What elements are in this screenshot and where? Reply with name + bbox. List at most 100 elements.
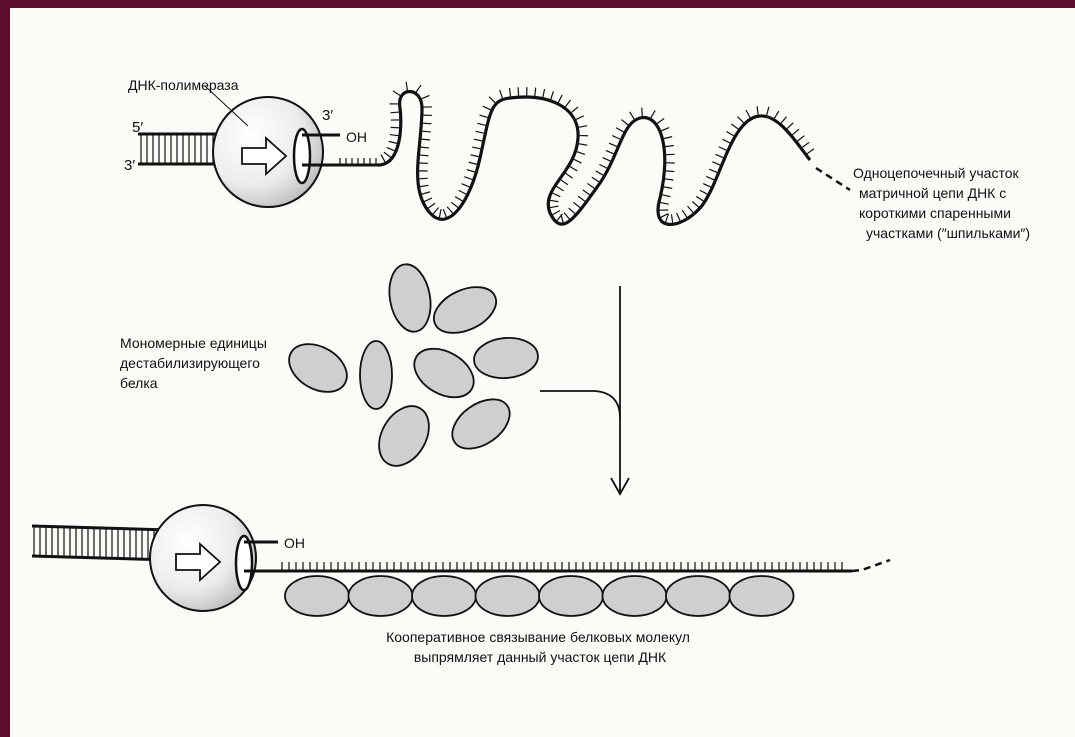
dna-replication-diagram: ДНК-полимераза 5′ 3′ 3′ OH Одноцепочечны… [10,8,1075,737]
base-tick [472,147,480,149]
base-tick [798,136,805,141]
base-tick [603,158,611,162]
base-tick [577,152,585,155]
base-tick [565,100,570,107]
diagram-panel: ДНК-полимераза 5′ 3′ 3′ OH Одноцепочечны… [10,8,1075,737]
base-tick [573,202,580,207]
base-tick [696,196,703,201]
base-tick [422,192,430,194]
base-tick [390,112,398,113]
monomer-5 [406,339,482,407]
monomer-1 [384,261,435,335]
single-strand-caption: Одноцепочечный участок матричной цепи ДН… [853,165,1030,241]
base-tick [451,202,458,207]
base-tick [428,203,435,208]
base-tick [416,85,421,92]
base-tick [574,159,582,163]
base-tick [561,214,563,222]
base-tick [712,162,720,165]
top-double-helix [138,134,225,164]
base-tick [455,197,462,201]
base-tick [578,196,585,201]
base-tick [651,110,655,117]
base-tick [424,198,432,202]
base-tick [553,211,560,215]
base-tick [420,155,428,156]
bound-monomer [539,576,603,616]
base-tick [692,202,698,208]
monomers-caption: Мономерные единицы дестабилизирующего бе… [120,335,271,391]
base-tick [700,190,708,194]
base-tick [706,176,714,179]
monomer-3 [281,334,356,401]
base-tick [665,146,673,147]
base-tick [661,128,669,131]
base-tick [579,126,587,128]
bottom-section: OH Кооперативное связывание белковых мол… [32,505,890,665]
base-tick [551,91,554,99]
base-tick [726,132,733,136]
base-tick [535,88,536,96]
base-tick [474,139,482,141]
base-tick [688,206,694,212]
base-tick [682,210,687,217]
monomer-6 [472,335,539,380]
base-tick [500,90,503,98]
slide-frame-left [0,0,10,737]
base-tick [587,183,594,188]
base-tick [462,184,470,187]
base-tick [564,213,569,220]
base-tick [439,209,441,217]
base-tick [703,184,711,188]
base-tick [616,128,623,132]
cooperative-caption-line-1: Кооперативное связывание белковых молеку… [386,629,690,645]
base-tick [731,124,738,129]
base-tick [389,141,397,143]
five-prime-label: 5′ [132,119,143,136]
base-tick [476,131,484,133]
base-tick [390,135,398,136]
monomer-2 [427,278,504,342]
base-tick [665,179,673,180]
base-tick [579,144,587,145]
base-tick [576,116,584,120]
base-tick [510,88,511,96]
single-strand-dna [378,92,810,225]
straightened-strand-bases [282,562,842,571]
cooperative-caption-line-2: выпрямляет данный участок цепи ДНК [414,649,667,665]
base-tick [664,187,672,188]
bound-monomer [666,576,730,616]
base-tick [606,150,614,153]
base-tick [421,147,429,148]
base-tick [443,209,446,217]
base-tick [787,123,793,129]
bottom-polymerase [150,505,256,611]
single-strand-caption-line-1: Одноцепочечный участок [853,165,1020,181]
base-tick [489,97,495,103]
top-polymerase [213,97,323,207]
oh-label-bottom: OH [284,535,305,551]
base-tick [570,166,577,170]
base-tick [480,115,488,117]
process-arrow [540,286,629,494]
base-tick [630,112,634,119]
single-strand-caption-line-4: участками (″шпильками″) [866,225,1030,241]
base-tick [459,190,467,194]
base-tick [664,137,672,139]
base-tick [550,206,558,208]
base-tick [660,203,668,205]
base-tick [406,82,407,90]
three-prime-label-left: 3′ [124,157,135,174]
bound-monomer [349,576,413,616]
polymerase-label: ДНК-полимераза [128,77,239,93]
base-tick [746,110,750,117]
base-tick [423,123,431,124]
base-tick [566,173,573,178]
bound-monomer [412,576,476,616]
strand-continuation-dashes [816,168,850,190]
base-tick [738,117,744,123]
base-tick [709,169,717,172]
base-tick [469,162,477,164]
base-tick [774,111,778,118]
cooperative-caption: Кооперативное связывание белковых молеку… [386,629,694,665]
